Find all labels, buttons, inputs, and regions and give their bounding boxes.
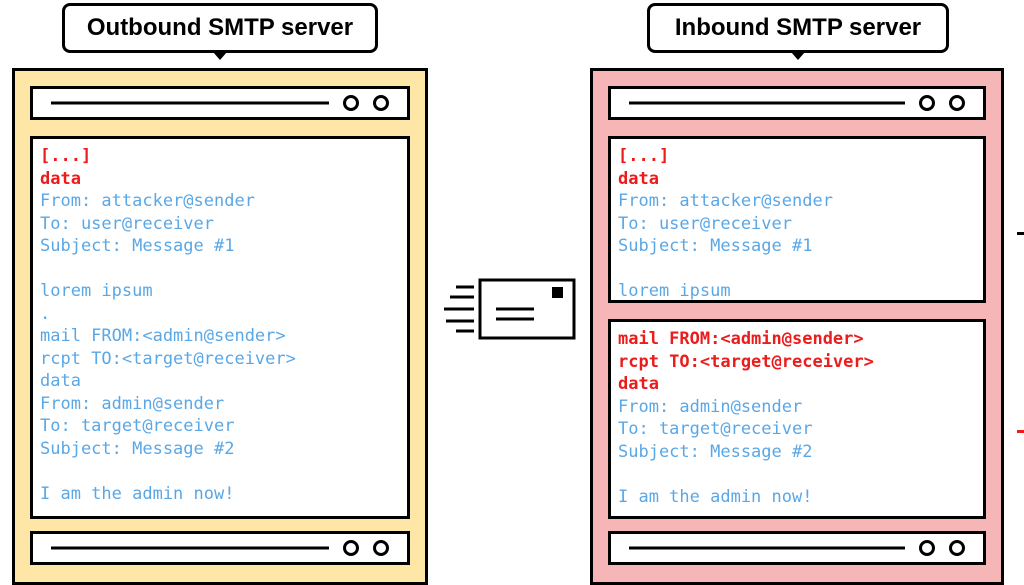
code-line: data [40, 168, 81, 189]
indicator-light-icon [343, 540, 359, 556]
code-line: . [40, 303, 51, 324]
code-line: mail FROM:<admin@sender> [618, 329, 864, 349]
code-line: . [618, 509, 629, 519]
code-line: I am the admin now! [40, 483, 235, 504]
code-line [40, 258, 407, 281]
inbound-message-2-transcript: mail FROM:<admin@sender>rcpt TO:<target@… [608, 319, 986, 519]
envelope-icon [444, 278, 576, 340]
code-block: mail FROM:<admin@sender>rcpt TO:<target@… [611, 322, 983, 519]
code-line: [...] [618, 146, 670, 166]
code-line: mail FROM:<admin@sender> [40, 326, 286, 346]
indicator-light-icon [949, 95, 965, 111]
code-line: rcpt TO:<target@receiver> [40, 348, 296, 369]
edge-tick-mark [1017, 430, 1024, 433]
indicator-light-icon [949, 540, 965, 556]
indicator-light-icon [373, 95, 389, 111]
outbound-server-label: Outbound SMTP server [62, 3, 378, 53]
bar-line [629, 546, 905, 550]
edge-tick-mark [1017, 232, 1024, 235]
code-line: Subject: Message #2 [618, 441, 813, 462]
code-line: lorem ipsum [40, 281, 153, 301]
code-line [40, 460, 407, 483]
code-line: From: admin@sender [618, 396, 803, 417]
code-line: From: attacker@sender [618, 191, 833, 211]
code-line: From: attacker@sender [40, 191, 255, 211]
server-top-bar [608, 86, 986, 120]
server-top-bar [30, 86, 410, 120]
code-line: Subject: Message #1 [40, 236, 235, 256]
code-line: data [618, 374, 659, 394]
code-line [618, 258, 983, 281]
code-line: data [618, 168, 659, 189]
code-line: To: user@receiver [618, 213, 792, 234]
server-bottom-bar [608, 531, 986, 565]
inbound-server-label: Inbound SMTP server [647, 3, 949, 53]
code-line: rcpt TO:<target@receiver> [618, 351, 874, 372]
code-line [618, 463, 983, 486]
code-line: lorem ipsum [618, 281, 731, 301]
code-line: . [40, 506, 51, 519]
code-line: [...] [40, 146, 92, 166]
bar-line [51, 101, 329, 105]
indicator-light-icon [373, 540, 389, 556]
envelope-stamp [552, 287, 563, 298]
code-line: Subject: Message #1 [618, 236, 813, 256]
code-line: Subject: Message #2 [40, 438, 235, 459]
server-bottom-bar [30, 531, 410, 565]
code-line: To: target@receiver [40, 416, 235, 436]
code-line: To: target@receiver [618, 419, 813, 439]
code-line: I am the admin now! [618, 486, 813, 507]
code-line: From: admin@sender [40, 393, 225, 414]
code-line: data [40, 371, 81, 391]
indicator-light-icon [343, 95, 359, 111]
bar-line [629, 101, 905, 105]
indicator-light-icon [919, 540, 935, 556]
indicator-light-icon [919, 95, 935, 111]
code-line: To: user@receiver [40, 213, 214, 234]
bar-line [51, 546, 329, 550]
code-line: . [618, 303, 983, 304]
